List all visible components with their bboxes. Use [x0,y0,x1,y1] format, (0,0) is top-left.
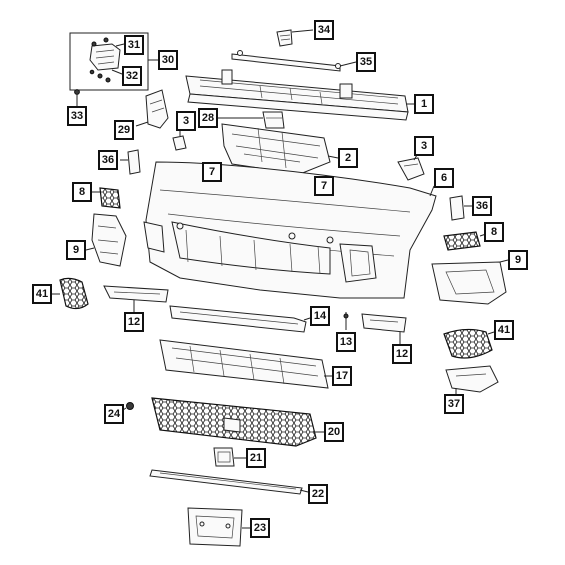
callout-1: 1 [414,94,434,114]
callout-31: 31 [124,35,144,55]
callout-12-left: 12 [124,312,144,332]
part-30-kit-group [69,32,158,91]
part-6-front-fascia [143,161,437,299]
callout-3-left: 3 [176,111,196,131]
callout-6: 6 [434,168,454,188]
callout-24: 24 [104,404,124,424]
part-33-clip [74,89,80,106]
callout-28: 28 [198,108,218,128]
part-35-upper-bar [231,50,357,72]
part-3-clip-left [172,128,187,151]
callout-23: 23 [250,518,270,538]
part-2-energy-absorber [221,123,339,175]
part-22-bottom-strip [149,469,309,495]
callout-33: 33 [67,106,87,126]
part-12-trim-left [103,285,169,312]
part-23-license-bracket [187,507,250,547]
part-8-insert-left [92,187,121,209]
callout-8-left: 8 [72,182,92,202]
part-17-lower-frame [159,339,332,389]
callout-30: 30 [158,50,178,70]
part-37-bracket [445,365,499,394]
callout-9-left: 9 [66,240,86,260]
callout-35: 35 [356,52,376,72]
callout-41-right: 41 [494,320,514,340]
callout-17: 17 [332,366,352,386]
callout-7-left: 7 [202,162,222,182]
callout-41-left: 41 [32,284,52,304]
callout-20: 20 [324,422,344,442]
part-29-side-bracket [135,89,169,129]
callout-37: 37 [444,394,464,414]
callout-36-left: 36 [98,150,118,170]
callout-32: 32 [122,66,142,86]
callout-22: 22 [308,484,328,504]
callout-9-right: 9 [508,250,528,270]
part-1-reinforcement-beam [185,69,414,121]
callout-13: 13 [336,332,356,352]
part-36-bracket-right [449,195,472,221]
part-36-bracket-left [120,149,141,175]
part-41-grille-left [52,277,89,310]
part-34-bracket [276,29,314,47]
callout-36-right: 36 [472,196,492,216]
callout-3-right: 3 [414,136,434,156]
part-21-bracket [213,447,246,467]
callout-21: 21 [246,448,266,468]
callout-14: 14 [310,306,330,326]
callout-8-right: 8 [484,222,504,242]
callout-2: 2 [338,148,358,168]
part-9-bezel-right [431,259,509,305]
part-13-pin [343,312,349,330]
part-8-insert-right [443,231,487,251]
part-28-bracket [218,111,285,129]
callout-12-right: 12 [392,344,412,364]
part-20-lower-grille [151,397,324,447]
part-9-bezel-left [85,213,127,267]
callout-7-right: 7 [314,176,334,196]
part-14-lower-strip [169,305,311,333]
part-41-grille-right [443,328,495,359]
callout-34: 34 [314,20,334,40]
callout-29: 29 [114,120,134,140]
part-12-trim-right [361,313,407,344]
